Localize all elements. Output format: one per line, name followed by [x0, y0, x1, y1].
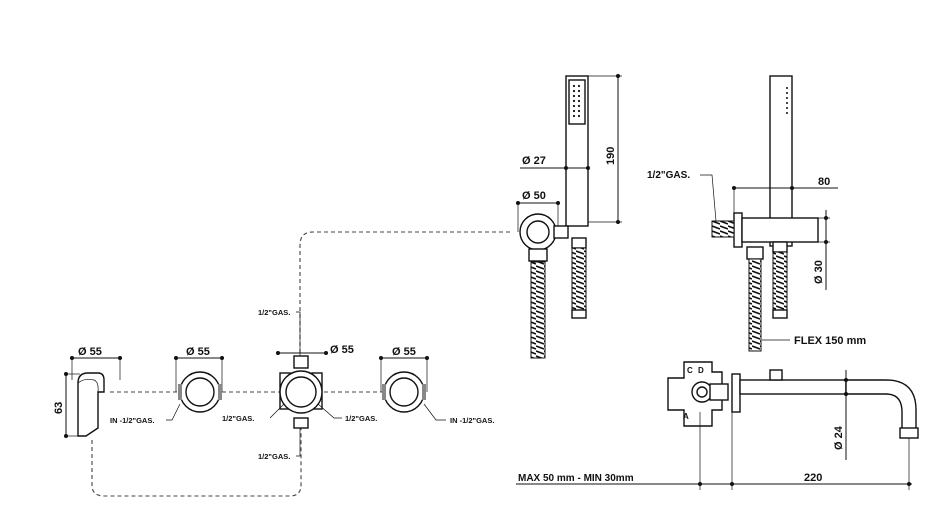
dim-d55-left: Ø 55 [78, 346, 102, 358]
label-gas-top: 1/2"GAS. [258, 308, 290, 317]
label-in-left: IN -1/2"GAS. [110, 416, 154, 425]
label-gas-bottom: 1/2"GAS. [258, 452, 290, 461]
hand-shower-front: 190 Ø 27 Ø 50 [516, 74, 622, 359]
mark-a: A [683, 412, 689, 421]
label-gas-right: 1/2"GAS. [345, 414, 377, 423]
dim-d55-knob4: Ø 55 [392, 346, 416, 358]
dim-w220: 220 [804, 472, 822, 484]
dim-h63: 63 [53, 402, 65, 414]
mark-c: C [687, 366, 693, 375]
knob-2: Ø 55 IN -1/2"GAS. [110, 346, 224, 425]
dim-d55-knob2: Ø 55 [186, 346, 210, 358]
diverter: Ø 55 1/2"GAS. 1/2"GAS. 1/2"GAS. 1/2"GAS. [222, 308, 377, 461]
dim-d27: Ø 27 [522, 155, 546, 167]
side-view-left: Ø 55 63 [53, 346, 122, 438]
label-flex: FLEX 150 mm [794, 335, 866, 347]
label-gas-left: 1/2"GAS. [222, 414, 254, 423]
dim-d30: Ø 30 [813, 260, 825, 284]
hand-shower-side: 80 1/2"GAS. Ø 30 FLEX 150 mm [647, 75, 866, 352]
connection-lines [91, 231, 512, 497]
mark-d: D [698, 366, 704, 375]
label-gas-side: 1/2"GAS. [647, 170, 690, 181]
dim-d55-diverter: Ø 55 [330, 344, 354, 356]
dim-w80: 80 [818, 176, 830, 188]
knob-4: Ø 55 IN -1/2"GAS. [379, 346, 494, 425]
spout-section: C D A Ø 24 MAX 50 mm - MIN 30mm 220 [516, 361, 919, 490]
dim-d50: Ø 50 [522, 190, 546, 202]
dim-d24: Ø 24 [833, 425, 845, 450]
label-max-min: MAX 50 mm - MIN 30mm [518, 473, 634, 484]
label-in-right: IN -1/2"GAS. [450, 416, 494, 425]
dim-h190: 190 [605, 147, 617, 165]
